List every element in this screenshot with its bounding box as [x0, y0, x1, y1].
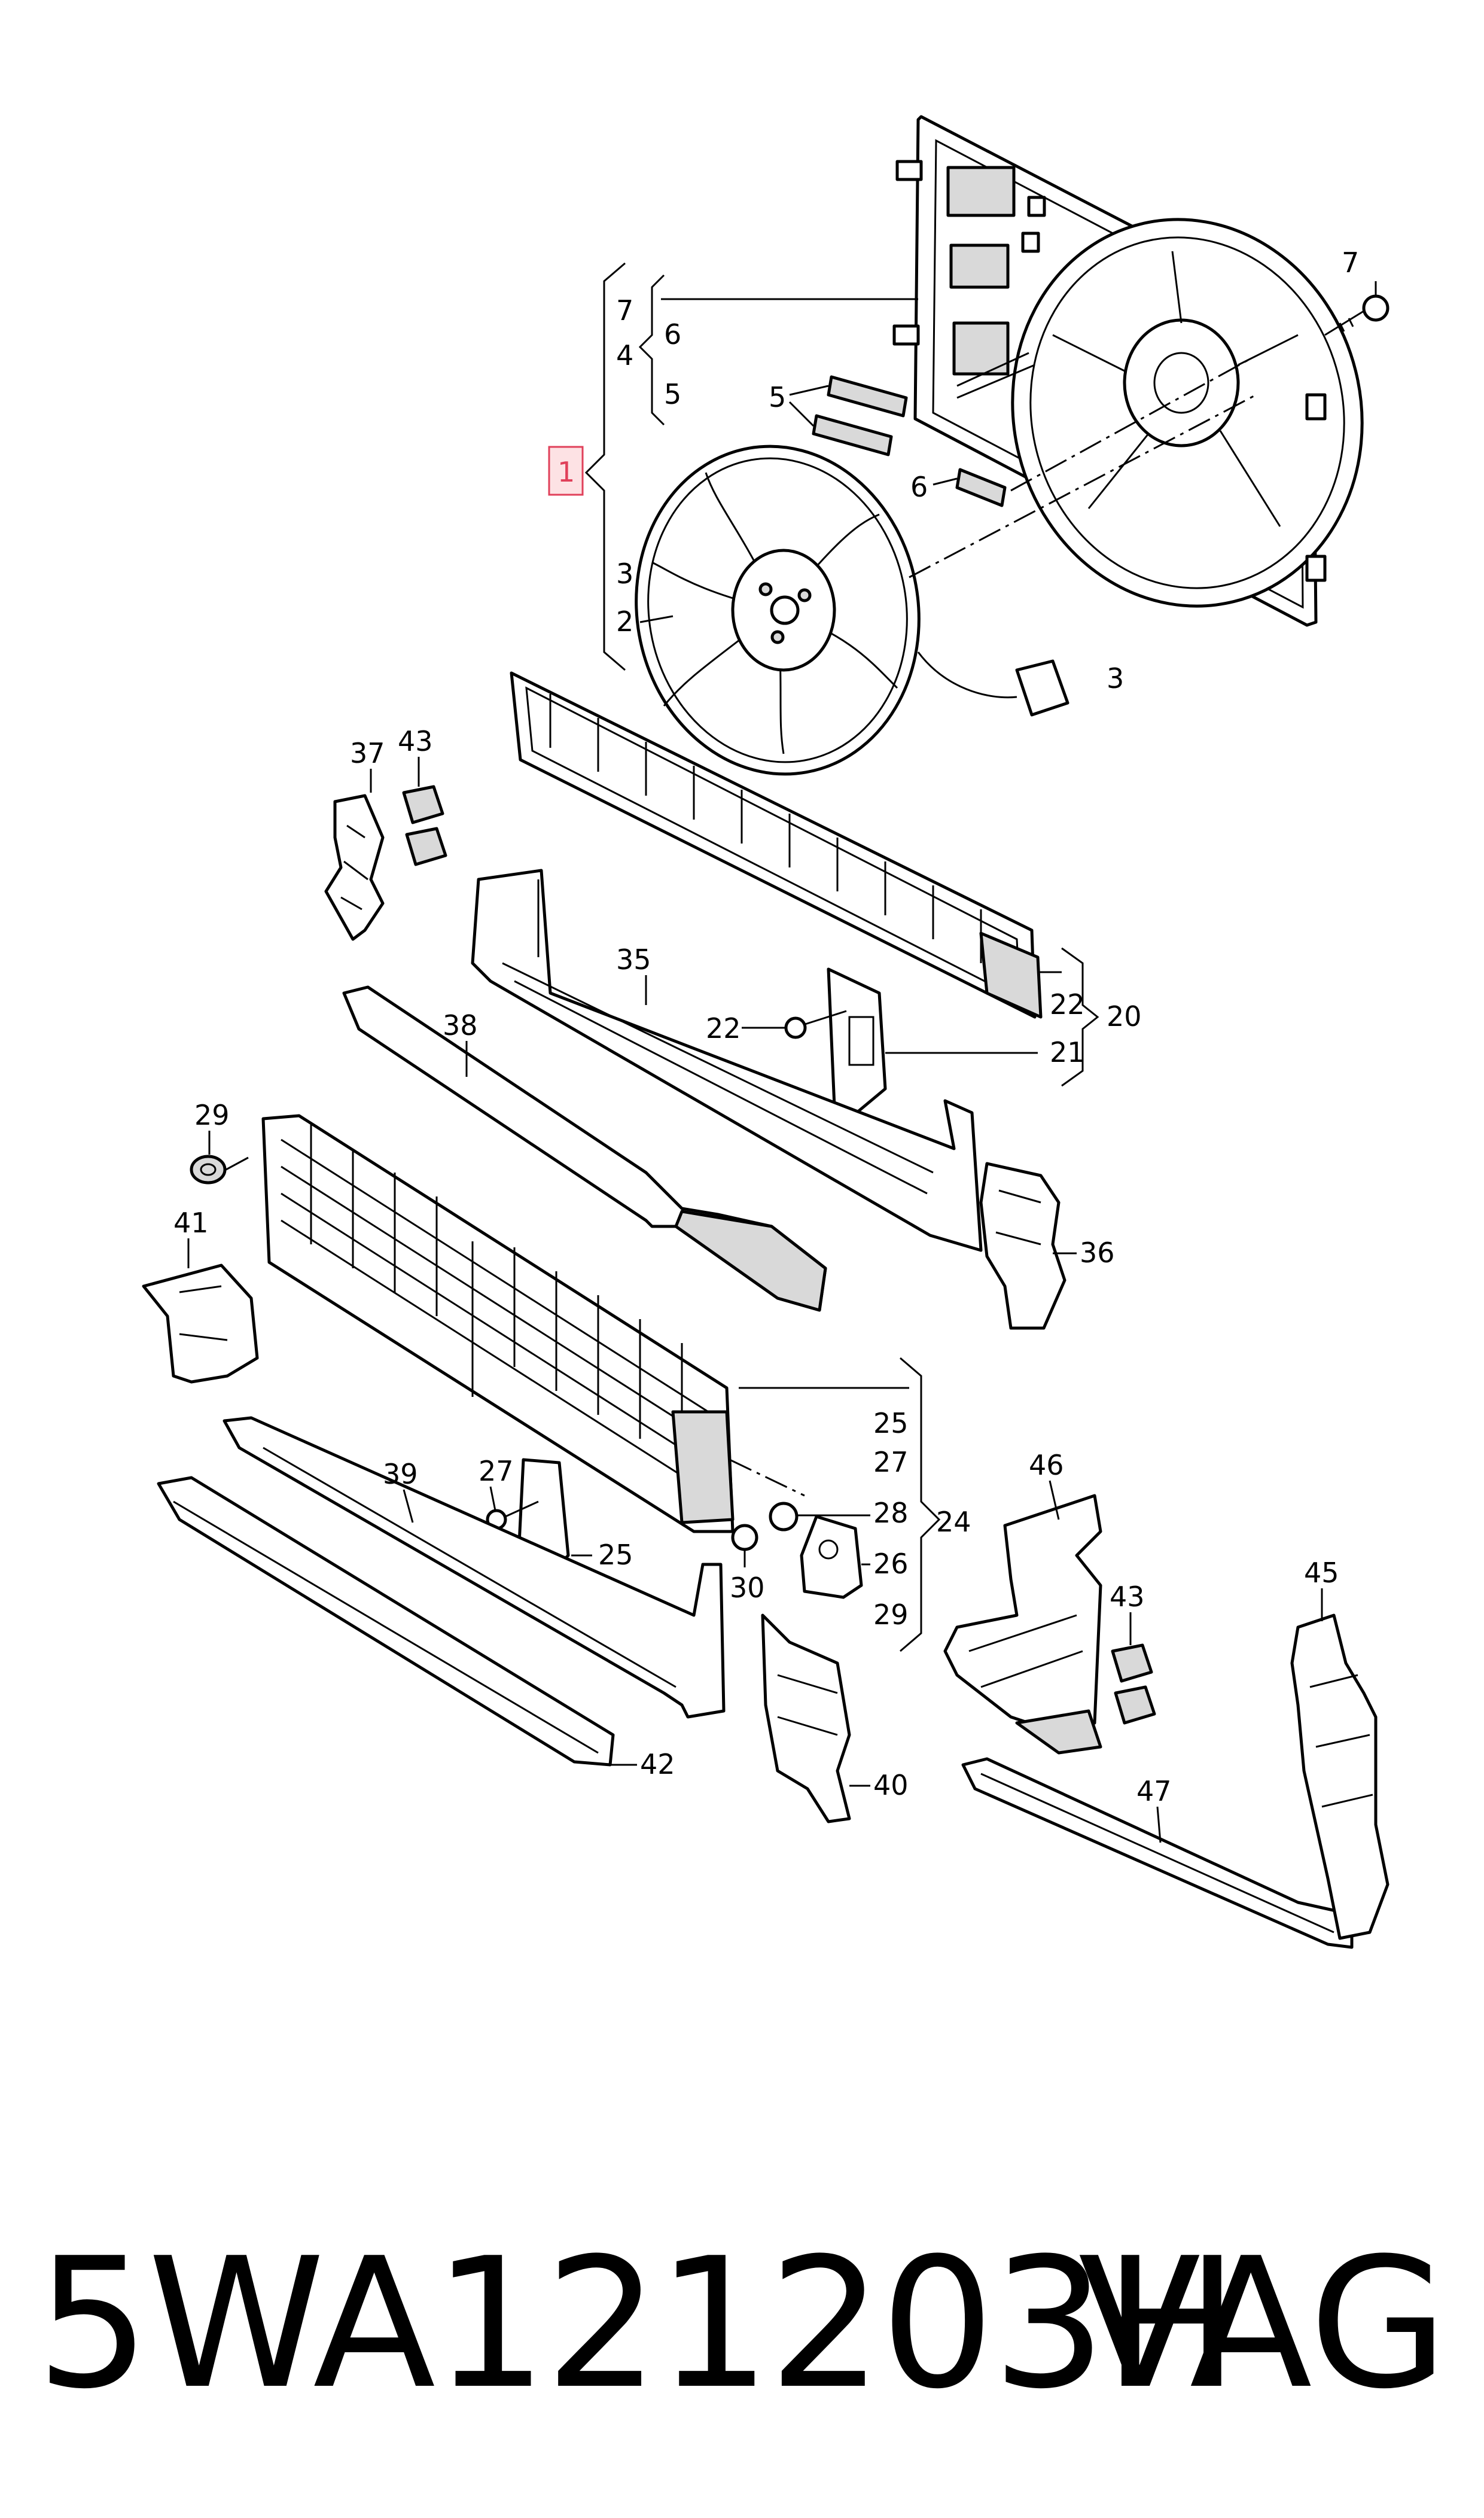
label-22a: 22 [706, 1012, 741, 1045]
panel-46 [943, 1494, 1102, 1755]
grommet-29 [190, 1155, 249, 1185]
label-2: 2 [616, 605, 633, 638]
label-42: 42 [640, 1748, 675, 1780]
actuator-26 [731, 1502, 863, 1599]
diagram-canvas: 7 6 4 5 5 1 6 3 2 3 7 37 43 35 38 22 22 … [142, 115, 1389, 1949]
label-30: 30 [730, 1572, 765, 1604]
grille-mount-line [729, 1459, 805, 1497]
bracket-21 [784, 967, 1038, 1121]
bracket-45 [1290, 1613, 1389, 1940]
group-grille-parts [739, 1357, 941, 1652]
label-36: 36 [1080, 1237, 1115, 1269]
label-41: 41 [173, 1207, 209, 1239]
label-5b: 5 [769, 381, 786, 413]
label-43a: 43 [398, 725, 433, 757]
label-35: 35 [616, 943, 651, 976]
label-29a: 29 [194, 1099, 230, 1131]
leader-lines [187, 757, 1323, 1843]
label-3b: 3 [1107, 662, 1124, 695]
label-24: 24 [936, 1506, 971, 1538]
group-brackets-top [548, 262, 918, 671]
pad-mount-line [1010, 358, 1251, 492]
label-22b: 22 [1050, 988, 1085, 1021]
label-25b: 25 [598, 1539, 633, 1571]
bolt-7 [1324, 281, 1389, 336]
label-43b: 43 [1110, 1581, 1145, 1613]
label-26: 26 [873, 1548, 909, 1580]
label-29b: 29 [873, 1599, 909, 1631]
label-27b: 27 [479, 1455, 514, 1487]
label-28: 28 [873, 1497, 909, 1529]
bumpers-43-right [1111, 1643, 1156, 1725]
label-25a: 25 [873, 1407, 909, 1439]
bracket-37 [324, 794, 385, 941]
brand-name: VAG [1078, 2219, 1448, 2428]
strip-38 [342, 985, 827, 1312]
label-27a: 27 [873, 1446, 909, 1478]
label-4: 4 [616, 339, 633, 372]
pads-5-6 [788, 375, 1007, 507]
bracket-41 [142, 1263, 259, 1384]
fan-wheel [635, 444, 1069, 776]
part-number: 5WA121203H [36, 2219, 1239, 2428]
label-37: 37 [350, 737, 385, 769]
bumpers-43-top [402, 785, 447, 866]
shutter-grille-24 [261, 1114, 735, 1533]
panel-40 [761, 1613, 851, 1823]
label-38: 38 [443, 1009, 478, 1042]
duct-36 [979, 1162, 1066, 1330]
label-7b: 7 [1342, 246, 1359, 279]
label-46: 46 [1029, 1449, 1064, 1481]
fan-mount-line [909, 394, 1257, 578]
label-20: 20 [1107, 1000, 1142, 1033]
group-crossmember [1038, 947, 1099, 1087]
label-3a: 3 [616, 558, 633, 590]
label-6b: 6 [910, 471, 928, 503]
callout-labels: 7 6 4 5 5 1 6 3 2 3 7 37 43 35 38 22 22 … [173, 246, 1359, 1807]
label-21: 21 [1050, 1036, 1085, 1068]
strip-39 [223, 1416, 726, 1719]
label-7a: 7 [616, 294, 633, 327]
air-guide-upper [510, 671, 1043, 1019]
label-5a: 5 [664, 378, 681, 410]
label-47: 47 [1136, 1775, 1172, 1807]
label-40: 40 [873, 1769, 909, 1801]
fan-shroud [892, 115, 1364, 627]
label-6a: 6 [664, 318, 681, 351]
highlight-item-1 [548, 446, 584, 496]
label-1: 1 [557, 456, 575, 488]
label-39: 39 [383, 1458, 418, 1490]
duct-35 [471, 869, 983, 1252]
label-45: 45 [1304, 1557, 1339, 1589]
